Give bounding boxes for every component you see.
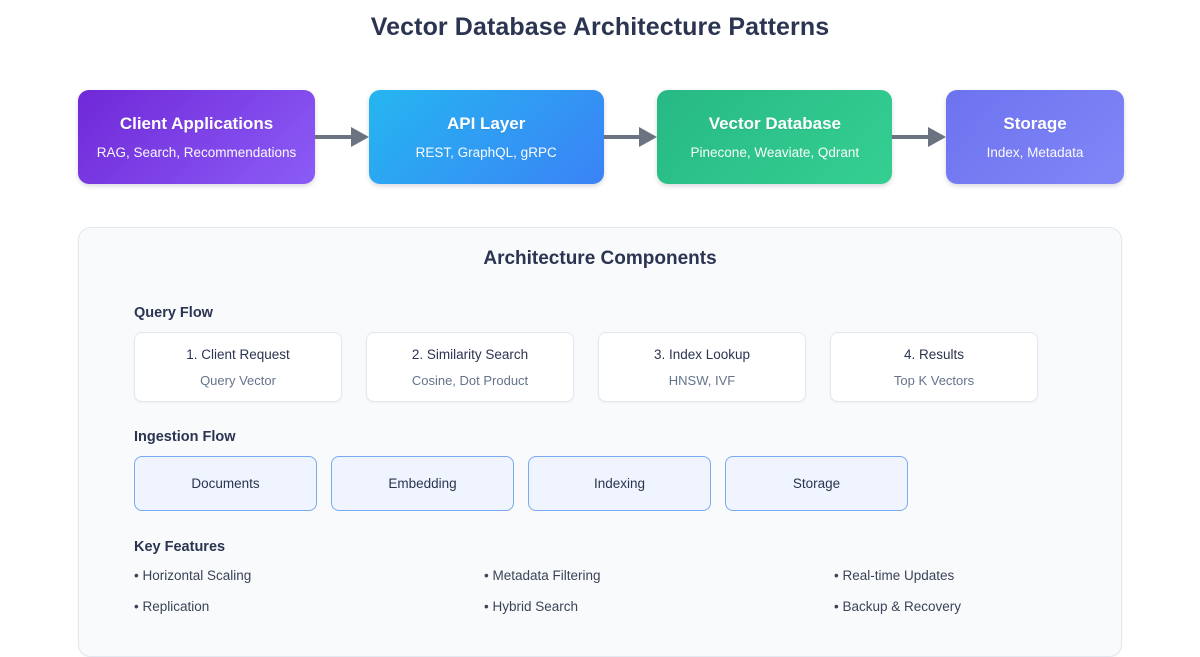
feature-item: • Replication <box>134 599 210 614</box>
flow-box-title: API Layer <box>446 114 526 133</box>
query-flow-card-title: 2. Similarity Search <box>411 346 529 362</box>
query-flow-card-title: 1. Client Request <box>186 346 290 362</box>
arrow-right-icon <box>315 127 369 147</box>
query-flow-card[interactable]: 4. Results Top K Vectors <box>830 332 1038 402</box>
page-title: Vector Database Architecture Patterns <box>370 13 830 41</box>
arrow-head <box>639 127 658 147</box>
flow-box-client-applications[interactable]: Client Applications RAG, Search, Recomme… <box>78 90 315 184</box>
flow-box-api-layer[interactable]: API Layer REST, GraphQL, gRPC <box>368 90 604 184</box>
arrow-head <box>350 127 369 147</box>
ingestion-flow-card[interactable]: Indexing <box>528 456 711 511</box>
flow-box-subtitle: RAG, Search, Recommendations <box>96 145 297 160</box>
panel-title: Architecture Components <box>483 248 717 269</box>
ingestion-flow-label: Ingestion Flow <box>134 429 236 445</box>
feature-item: • Metadata Filtering <box>484 568 601 583</box>
arrow-right-icon <box>603 127 658 147</box>
flow-box-vector-database[interactable]: Vector Database Pinecone, Weaviate, Qdra… <box>657 90 893 184</box>
query-flow-card-subtitle: HNSW, IVF <box>668 372 736 388</box>
architecture-flow-row: Client Applications RAG, Search, Recomme… <box>78 90 1125 184</box>
flow-box-title: Vector Database <box>708 114 841 133</box>
ingestion-flow-row: Documents Embedding Indexing Storage <box>79 445 1121 511</box>
key-features-grid: • Horizontal Scaling • Metadata Filterin… <box>79 555 1121 618</box>
flow-box-title: Storage <box>1003 114 1067 133</box>
key-features-label: Key Features <box>134 539 226 555</box>
feature-item: • Real-time Updates <box>834 568 955 583</box>
query-flow-card-subtitle: Query Vector <box>200 372 276 388</box>
feature-item: • Hybrid Search <box>484 599 579 614</box>
arrow-right-icon <box>892 127 947 147</box>
query-flow-card[interactable]: 2. Similarity Search Cosine, Dot Product <box>366 332 574 402</box>
flow-box-subtitle: Index, Metadata <box>986 145 1084 160</box>
query-flow-card-title: 3. Index Lookup <box>653 346 751 362</box>
ingestion-flow-card[interactable]: Documents <box>134 456 317 511</box>
flow-box-title: Client Applications <box>119 114 274 133</box>
query-flow-card[interactable]: 3. Index Lookup HNSW, IVF <box>598 332 806 402</box>
ingestion-flow-card[interactable]: Embedding <box>331 456 514 511</box>
query-flow-label: Query Flow <box>134 305 213 321</box>
query-flow-row: 1. Client Request Query Vector 2. Simila… <box>79 321 1121 402</box>
flow-box-storage[interactable]: Storage Index, Metadata <box>946 90 1125 184</box>
arrow-shaft <box>603 135 647 139</box>
query-flow-card[interactable]: 1. Client Request Query Vector <box>134 332 342 402</box>
arrow-head <box>928 127 947 147</box>
feature-item: • Backup & Recovery <box>834 599 962 614</box>
query-flow-card-title: 4. Results <box>903 346 965 362</box>
flow-box-subtitle: Pinecone, Weaviate, Qdrant <box>690 145 860 160</box>
query-flow-card-subtitle: Top K Vectors <box>893 372 975 388</box>
arrow-shaft <box>315 135 358 139</box>
feature-item: • Horizontal Scaling <box>134 568 252 583</box>
query-flow-card-subtitle: Cosine, Dot Product <box>411 372 529 388</box>
arrow-shaft <box>892 135 936 139</box>
architecture-components-panel: Architecture Components Query Flow 1. Cl… <box>78 227 1122 657</box>
flow-box-subtitle: REST, GraphQL, gRPC <box>415 145 557 160</box>
ingestion-flow-card[interactable]: Storage <box>725 456 908 511</box>
